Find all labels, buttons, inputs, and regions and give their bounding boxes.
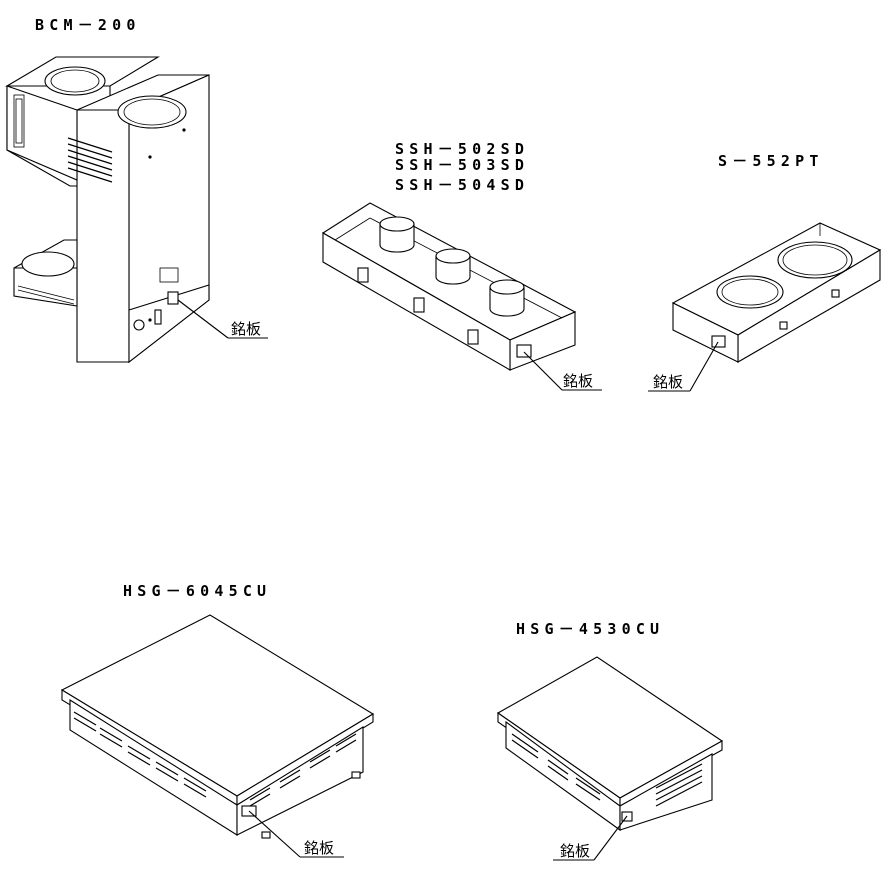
model-label-s-552pt: S－552PT: [718, 152, 824, 170]
model-label-hsg-6045cu: HSG－6045CU: [123, 582, 271, 600]
nameplate-label-hsg-6045cu: 銘板: [304, 839, 334, 857]
model-label-ssh-503sd: SSH－503SD: [395, 156, 529, 174]
nameplate-label-s-552pt: 銘板: [653, 373, 683, 391]
hsg-6045cu-drawing: [60, 614, 375, 858]
model-label-bcm-200: BCM－200: [35, 16, 141, 34]
ssh-series-drawing: [321, 202, 602, 391]
model-label-ssh-502sd: SSH－502SD: [395, 140, 529, 158]
model-label-ssh-504sd: SSH－504SD: [395, 176, 529, 194]
nameplate-label-ssh: 銘板: [563, 372, 593, 390]
s-552pt-drawing: [648, 222, 882, 392]
nameplate-label-bcm-200: 銘板: [231, 320, 261, 338]
bcm-200-drawing: [4, 56, 268, 364]
hsg-4530cu-drawing: [496, 656, 724, 861]
model-label-hsg-4530cu: HSG－4530CU: [516, 620, 664, 638]
nameplate-label-hsg-4530cu: 銘板: [560, 842, 590, 860]
